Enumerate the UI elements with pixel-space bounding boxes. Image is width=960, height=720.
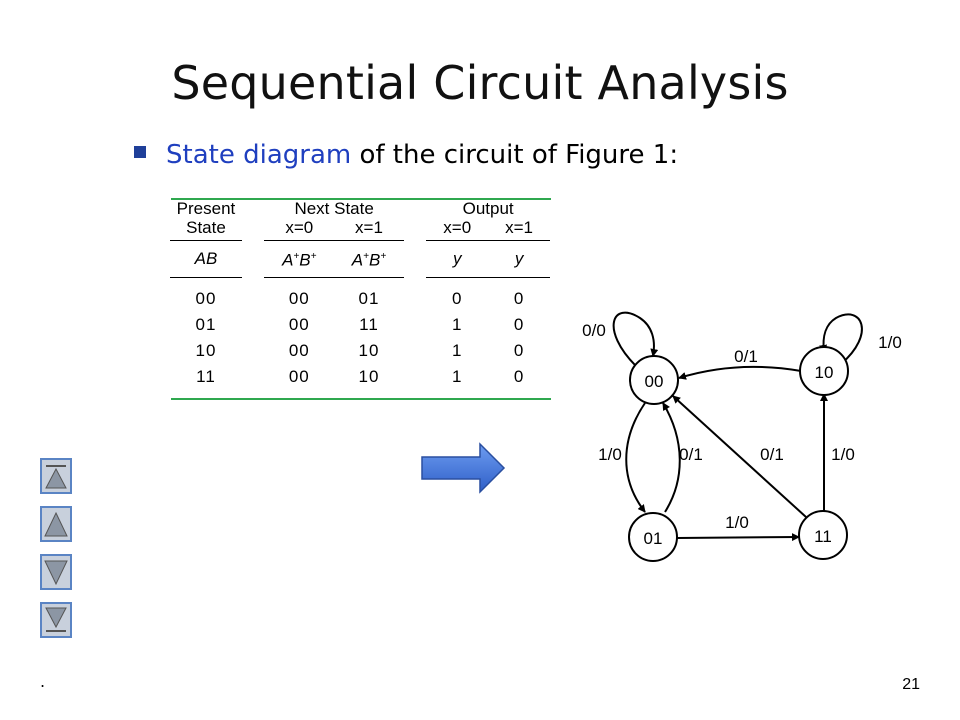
edge-label-00-to-01: 1/0: [598, 445, 622, 464]
cell: 10: [358, 366, 380, 386]
table-row: 11 00 10 1 0: [170, 364, 550, 396]
edge-label-self-10: 1/0: [878, 333, 902, 352]
edge-01-to-00: [662, 402, 681, 513]
table-row: 10 00 10 1 0: [170, 338, 550, 364]
cell: 00: [288, 340, 310, 360]
edge-self-10: [819, 313, 863, 365]
previous-slide-icon: [44, 511, 68, 537]
state-node-11: [798, 510, 848, 560]
last-slide-button[interactable]: [40, 602, 72, 638]
cell: 10: [195, 340, 217, 360]
table-row: 00 00 01 0 0: [170, 277, 550, 312]
header-out-x1: x=1: [488, 218, 550, 241]
cell: 11: [359, 314, 379, 334]
header-out-x0: x=0: [426, 218, 489, 241]
footer-mark: .: [40, 672, 46, 691]
cell: 00: [195, 288, 217, 308]
state-table: Present Next State Output State x=0 x=1 …: [170, 199, 550, 396]
edge-self-00: [612, 311, 659, 367]
next-slide-button[interactable]: [40, 554, 72, 590]
cell: 01: [358, 288, 380, 308]
header-next-state: Next State: [294, 199, 374, 218]
right-arrow-icon: [421, 442, 506, 494]
table-header-row: State x=0 x=1 x=0 x=1: [170, 218, 550, 241]
state-label-00: 00: [645, 372, 664, 391]
bullet-item: State diagram of the circuit of Figure 1…: [134, 140, 678, 170]
edge-11-to-00: [672, 395, 807, 518]
var-next-x0: A+B+: [264, 240, 335, 278]
edge-00-to-01: [625, 402, 646, 513]
cell: 01: [195, 314, 217, 334]
edge-10-to-00: [678, 366, 802, 380]
edge-01-to-11: [676, 533, 800, 542]
cell: 00: [288, 288, 310, 308]
cell: 1: [451, 366, 463, 386]
edge-label-11-to-10: 1/0: [831, 445, 855, 464]
cell: 0: [513, 314, 525, 334]
table-row: 01 00 11 1 0: [170, 312, 550, 338]
var-y-x0: y: [426, 240, 489, 278]
cell: 10: [358, 340, 380, 360]
previous-slide-button[interactable]: [40, 506, 72, 542]
header-present: Present: [176, 199, 236, 218]
cell: 0: [513, 366, 525, 386]
edge-label-10-to-00: 0/1: [734, 347, 758, 366]
state-label-10: 10: [815, 363, 834, 382]
first-slide-button[interactable]: [40, 458, 72, 494]
state-node-01: [628, 512, 678, 562]
table-header-row: Present Next State Output: [170, 199, 550, 218]
cell: 11: [196, 366, 216, 386]
page-number: 21: [902, 676, 920, 693]
header-state: State: [170, 218, 242, 241]
next-slide-icon: [44, 560, 68, 586]
header-ns-x1: x=1: [334, 218, 404, 241]
edge-label-11-to-00: 0/1: [760, 445, 784, 464]
cell: 0: [451, 288, 463, 308]
state-node-00: [629, 355, 679, 405]
edge-label-01-to-00: 0/1: [679, 445, 703, 464]
cell: 0: [513, 340, 525, 360]
slide-title: Sequential Circuit Analysis: [171, 56, 789, 110]
table-top-rule: [171, 198, 551, 200]
cell: 0: [513, 288, 525, 308]
state-node-10: [799, 346, 849, 396]
header-ns-x0: x=0: [264, 218, 335, 241]
first-slide-icon: [45, 465, 67, 489]
bullet-square-icon: [134, 146, 146, 158]
header-output: Output: [462, 199, 514, 218]
bullet-highlight-text: State diagram: [166, 140, 352, 170]
state-label-11: 11: [814, 527, 832, 546]
cell: 1: [451, 340, 463, 360]
var-ab: AB: [170, 240, 242, 278]
last-slide-icon: [45, 607, 67, 632]
var-next-x1: A+B+: [334, 240, 404, 278]
cell: 1: [451, 314, 463, 334]
state-label-01: 01: [644, 529, 663, 548]
edge-label-01-to-11: 1/0: [725, 513, 749, 532]
var-y-x1: y: [488, 240, 550, 278]
table-bottom-rule: [171, 398, 551, 400]
edge-label-self-00: 0/0: [582, 321, 606, 340]
bullet-text: of the circuit of Figure 1:: [351, 140, 679, 170]
table-vars-row: AB A+B+ A+B+ y y: [170, 240, 550, 278]
cell: 00: [288, 314, 310, 334]
cell: 00: [288, 366, 310, 386]
